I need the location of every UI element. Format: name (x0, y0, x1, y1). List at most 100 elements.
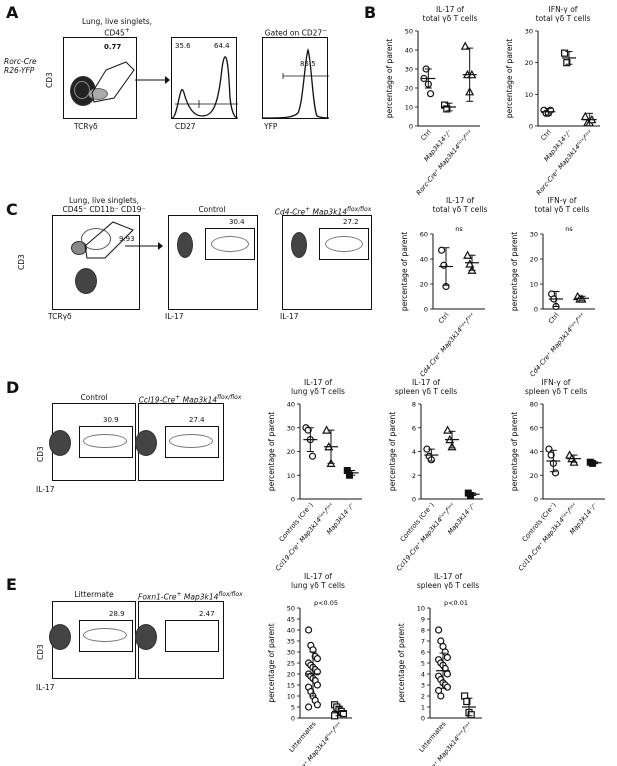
panel-d-flow-plot-2: 27.4 (135, 403, 224, 481)
panel-a-x-label-2: CD27 (175, 122, 196, 131)
panel-d-plot1-negative-pop (49, 430, 71, 456)
panel-c-flow-plot-1: 9.93 (52, 215, 140, 310)
y-tick-label: 0 (534, 496, 538, 504)
x-category-label: Cd4-Cre⁺ Map3k14ᶠˡᵒˣ/ᶠˡᵒˣ (418, 311, 476, 378)
panel-c-flow1-title-line2: CD45⁺ CD11b⁻ CD19⁻ (62, 205, 146, 214)
panel-b-chart1-title-line2: total γδ T cells (422, 14, 478, 23)
y-tick-label: 0 (534, 306, 538, 314)
data-point (443, 105, 451, 113)
panel-letter-d: D (6, 378, 20, 397)
panel-d-chart3-title-line2: spleen γδ T cells (524, 387, 588, 396)
y-axis-label: percentage of parent (385, 39, 394, 118)
y-axis-label: percentage of parent (267, 412, 276, 491)
y-tick-label: 60 (530, 424, 538, 432)
x-category-label: Ctrl (547, 311, 561, 325)
panel-e-chart1-title-line1: IL-17 of (303, 572, 333, 581)
data-point (304, 703, 313, 711)
y-tick-label: 7 (421, 638, 425, 646)
data-point (434, 626, 443, 634)
panel-e-plot2-negative-pop (135, 624, 157, 650)
y-tick-label: 40 (287, 401, 295, 409)
panel-a-flow3-title-sup: − (322, 27, 328, 34)
data-point (437, 246, 446, 254)
panel-e-plot1-positive-pop (83, 628, 127, 642)
panel-d-flow2-title-plus: + (175, 394, 181, 401)
data-point (467, 711, 475, 719)
panel-d-plot2-negative-pop (135, 430, 157, 456)
y-tick-label: 0 (291, 496, 295, 504)
y-tick-label: 20 (405, 85, 413, 93)
y-tick-label: 50 (405, 28, 413, 36)
panel-e-plot1-negative-pop (49, 624, 71, 650)
panel-b-chart1-title-line1: IL-17 of (435, 5, 465, 14)
panel-c-gate-2-value: 30.4 (229, 218, 245, 226)
data-point (313, 681, 322, 689)
panel-c-flow3-title-plus: + (305, 206, 311, 213)
panel-letter-e: E (6, 575, 17, 594)
y-tick-label: 40 (287, 627, 295, 635)
panel-c-flow3-title: Cd4-Cre+ Map3k14flox/flox (268, 205, 378, 217)
panel-a-side-label-1: Rorc-Cre (4, 57, 37, 66)
panel-e-gate-1-value: 28.9 (109, 610, 125, 618)
y-tick-label: 0 (529, 123, 533, 131)
panel-d-gate-2-value: 27.4 (189, 416, 205, 424)
panel-c-chart2-title-line1: IFN-γ of (547, 196, 577, 205)
panel-a-arrow (135, 76, 170, 84)
panel-e-flow1-title: Littermate (74, 590, 114, 599)
panel-c-plot3-negative-pop (291, 232, 307, 258)
significance-label: ns (455, 225, 463, 233)
y-tick-label: 10 (530, 281, 538, 289)
y-tick-label: 8 (421, 627, 425, 635)
panel-e-y-label: CD3 (36, 644, 45, 660)
panel-d-x-label: IL-17 (36, 485, 55, 494)
y-tick-label: 8 (412, 401, 416, 409)
y-tick-label: 10 (525, 91, 533, 99)
panel-a-histogram-cd27: 35.6 64.4 (171, 37, 239, 119)
x-category-label: Ctrl (437, 311, 451, 325)
panel-e-gate-2-value: 2.47 (199, 610, 215, 618)
panel-e-flow-plot-1: 28.9 (49, 601, 136, 679)
y-tick-label: 40 (420, 256, 428, 264)
panel-b-chart2-title-line1: IFN-γ of (548, 5, 578, 14)
y-tick-label: 15 (287, 682, 295, 690)
y-tick-label: 60 (420, 231, 428, 239)
y-tick-label: 2 (421, 693, 425, 701)
y-axis-label: percentage of parent (400, 232, 409, 311)
y-tick-label: 80 (530, 401, 538, 409)
panel-d-gate-2 (165, 426, 219, 458)
panel-c-x-label-1: TCRγδ (48, 312, 72, 321)
panel-c-flow3-title-cre: Cd4-Cre (274, 207, 306, 217)
panel-c-flow2-title: Control (198, 205, 226, 214)
panel-c-flow-plot-2: 30.4 (168, 215, 258, 310)
panel-e-gate-2 (165, 620, 219, 652)
panel-c-arrow (125, 242, 163, 250)
panel-c-gate-2 (205, 228, 255, 260)
y-tick-label: 35 (287, 638, 295, 646)
y-tick-label: 30 (287, 424, 295, 432)
data-point (313, 701, 322, 709)
panel-a-side-label-2: R26-YFP (4, 66, 35, 75)
y-axis-label: percentage of parent (388, 412, 397, 491)
y-tick-label: 3 (421, 682, 425, 690)
panel-c-chart1-title-line1: IL-17 of (445, 196, 475, 205)
y-tick-label: 30 (287, 649, 295, 657)
y-tick-label: 10 (287, 472, 295, 480)
panel-c-flow3-title-gene: Map3k14 (310, 207, 348, 217)
panel-d-y-label: CD3 (36, 446, 45, 462)
panel-c-population-gd (81, 228, 111, 250)
y-tick-label: 30 (525, 28, 533, 36)
data-point (443, 653, 452, 662)
panel-e-flow2-title-cre: Foxn1-Cre (138, 592, 177, 602)
panel-d-flow-plot-1: 30.9 (49, 403, 136, 481)
panel-c-gate-1 (84, 221, 134, 259)
panel-a-flow1-title-sup: + (124, 27, 130, 34)
y-tick-label: 9 (421, 616, 425, 624)
y-tick-label: 0 (424, 306, 428, 314)
panel-d-flow2-title-sup: flox/flox (217, 394, 242, 401)
data-point (443, 425, 453, 434)
panel-a-histogram-yfp: 85.5 (262, 37, 330, 119)
panel-c-plot2-positive-pop (211, 236, 249, 252)
panel-e-flow2-title-plus: + (176, 591, 182, 598)
